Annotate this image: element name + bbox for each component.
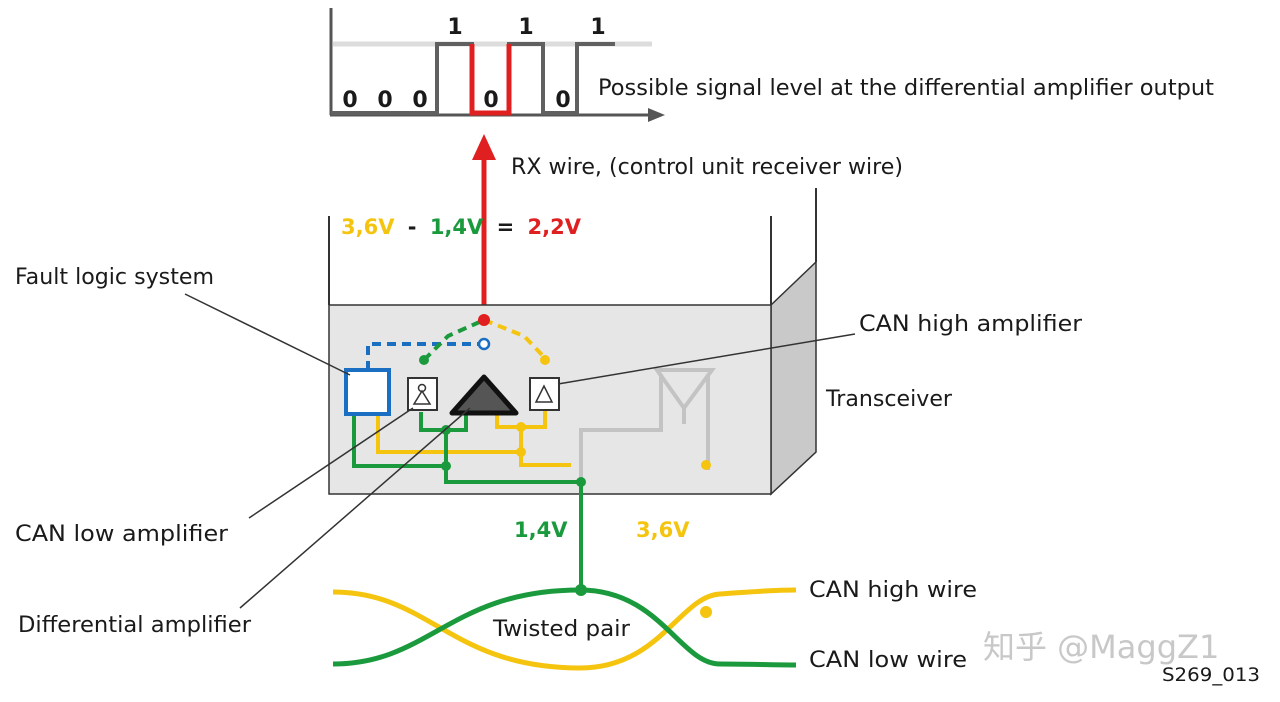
can-low-amp-leader [248,407,414,519]
leader-lines [184,293,856,609]
can-high-amplifier-block [529,377,560,411]
voltage-high-label: 3,6V [636,518,690,542]
junction-dots [419,314,711,487]
can-low-amplifier-block [407,377,438,411]
can-high-wire-label: CAN high wire [809,578,977,603]
low-amp-top-dot [419,355,429,365]
differential-amplifier-label: Differential amplifier [18,613,252,638]
bit-bottom-4: 0 [483,88,498,113]
fault-logic-label: Fault logic system [15,265,214,290]
signal-waveform-highlight [469,44,512,116]
yellow-junction-2 [516,447,526,457]
bit-bottom-2: 0 [377,88,392,113]
rx-junction [478,314,490,326]
equation-high: 3,6V [341,215,395,239]
can-high-amp-leader [557,333,856,385]
green-junction-3 [576,477,586,487]
equation-minus: - [408,215,417,239]
signal-caption: Possible signal level at the differentia… [598,76,1214,101]
fault-logic-block [344,368,391,416]
bit-top-1: 1 [447,15,462,40]
voltage-equation: 3,6V - 1,4V = 2,2V [341,215,582,239]
can-low-amplifier-box [407,377,438,411]
rx-wire: RX wire, (control unit receiver wire) [472,134,903,318]
rx-arrowhead [472,134,496,160]
equation-result: 2,2V [528,215,582,239]
can-low-wire-2 [352,416,446,468]
yellow-junction-3 [701,460,711,470]
equation-low: 1,4V [430,215,484,239]
rx-wire-label: RX wire, (control unit receiver wire) [511,155,903,180]
can-high-amplifier-box [529,377,560,411]
can-low-wire-curve [332,587,797,668]
can-high-amplifier-label: CAN high amplifier [859,312,1083,337]
can-high-tap-dot [700,606,712,618]
dashed-connections [366,318,547,370]
twisted-pair-label: Twisted pair [492,617,631,642]
can-low-amplifier-label: CAN low amplifier [15,522,229,547]
bit-top-2: 1 [518,15,533,40]
signal-level-panel: 1 1 1 0 0 0 0 0 Possible signal level at… [329,8,1214,122]
high-amp-top-dot [540,355,550,365]
voltage-low-label: 1,4V [514,518,568,542]
can-low-amplifier-symbol [412,389,432,405]
signal-axis-arrowhead [648,108,665,122]
fault-junction [477,337,491,351]
differential-amplifier-symbol [449,374,519,416]
fault-dashed-line [366,342,484,370]
can-low-tap-dot [575,584,587,596]
low-dashed-line [422,318,485,362]
can-high-wire-curve [332,587,797,671]
transceiver-box [328,188,817,496]
inactive-amplifier-symbol [653,368,716,412]
yellow-junction-1 [516,422,526,432]
bit-bottom-3: 0 [412,88,427,113]
watermark: 知乎 @MaggZ1 [983,628,1219,666]
equation-equals: = [497,215,515,239]
green-junction-2 [441,461,451,471]
figure-id-label: S269_013 [1162,664,1260,686]
can-high-amplifier-symbol [534,384,554,403]
can-low-wire-label: CAN low wire [809,648,967,673]
bit-bottom-5: 0 [555,88,570,113]
inactive-amplifier [579,368,716,494]
can-high-wire-3 [519,427,571,467]
fault-logic-leader [184,293,351,376]
bit-bottom-1: 0 [342,88,357,113]
can-high-wire-2 [376,416,521,454]
high-dashed-line [483,318,547,360]
twisted-pair [332,587,797,671]
bit-top-3: 1 [590,15,605,40]
transceiver-label: Transceiver [825,387,953,412]
can-low-wire-3 [444,430,583,590]
diff-amp-leader [239,407,471,609]
transceiver-side-face [770,260,817,496]
inactive-wire-left [579,374,663,494]
